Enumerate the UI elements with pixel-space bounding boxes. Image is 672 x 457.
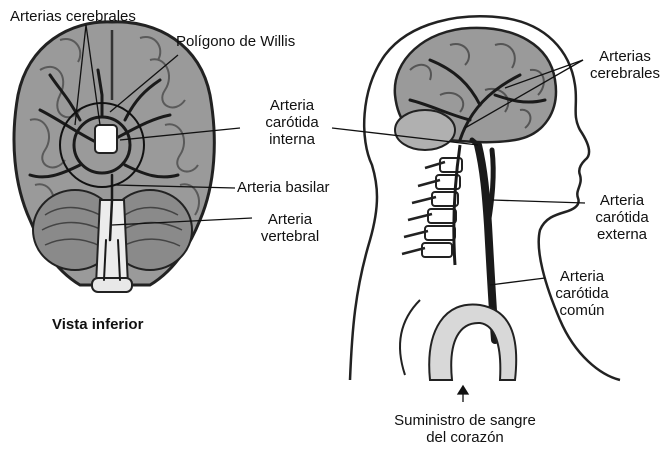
label-carotida-externa: Arteria carótida externa — [584, 192, 660, 243]
label-carotida-interna: Arteria carótida interna — [244, 97, 340, 148]
side-head-view — [332, 16, 620, 402]
label-arteria-basilar: Arteria basilar — [237, 179, 330, 196]
label-carotida-comun: Arteria carótida común — [544, 268, 620, 319]
label-arterias-cerebrales-left: Arterias cerebrales — [10, 8, 136, 25]
label-arteria-vertebral: Arteria vertebral — [249, 211, 331, 245]
label-poligono-willis: Polígono de Willis — [176, 33, 295, 50]
inferior-brain-view — [14, 22, 252, 292]
label-vista-inferior: Vista inferior — [52, 316, 143, 333]
label-arterias-cerebrales-right: Arterias cerebrales — [582, 48, 668, 82]
cerebellum-side — [395, 110, 455, 150]
label-suministro: Suministro de sangre del corazón — [375, 412, 555, 446]
